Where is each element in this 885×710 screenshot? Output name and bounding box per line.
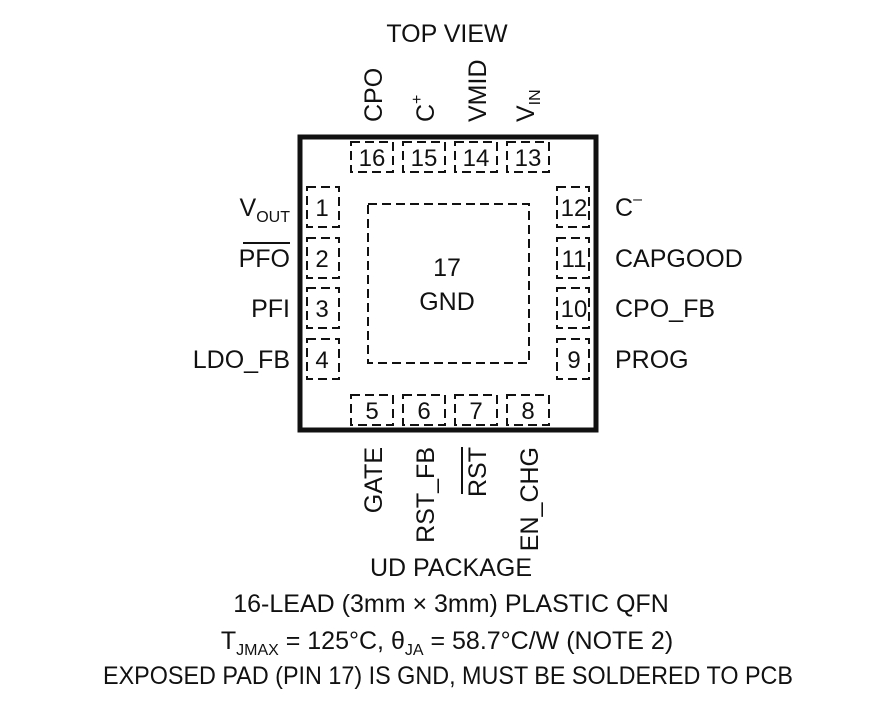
pin-number-2: 2 xyxy=(315,246,328,273)
caption-thermal: TJMAX = 125°C, θJA = 58.7°C/W (NOTE 2) xyxy=(221,627,673,659)
pin-label-2: PFO xyxy=(239,245,290,273)
pin-number-1: 1 xyxy=(315,195,328,222)
pin-number-7: 7 xyxy=(469,398,482,425)
pin-label-1: VOUT xyxy=(240,194,291,226)
pin-number-10: 10 xyxy=(561,296,588,323)
pad-pin-10 xyxy=(556,287,590,329)
exposed-pad-label: GND xyxy=(419,288,475,316)
pin-number-11: 11 xyxy=(562,246,587,273)
pin-label-8: EN_CHG xyxy=(516,447,544,551)
pin-number-4: 4 xyxy=(315,347,328,374)
pin-label-16: CPO xyxy=(360,68,388,122)
package-outline xyxy=(297,134,599,433)
pin-label-6: RST_FB xyxy=(412,447,440,543)
caption-package: UD PACKAGE xyxy=(370,554,532,582)
exposed-pad xyxy=(367,203,530,364)
pad-pin-2 xyxy=(306,237,340,279)
pin-label-12: C– xyxy=(615,191,642,222)
pin-number-6: 6 xyxy=(417,398,430,425)
pad-pin-4 xyxy=(306,338,340,380)
pin-number-14: 14 xyxy=(463,145,490,172)
left-pins: 1 VOUT 2 PFO 3 PFI 4 LDO_FB xyxy=(193,186,340,380)
pin-number-9: 9 xyxy=(567,347,580,374)
pin-number-3: 3 xyxy=(315,296,328,323)
top-pins: 16 CPO 15 C+ 14 VMID 13 VIN xyxy=(350,60,550,173)
pin-label-13: VIN xyxy=(512,89,544,122)
pin-label-3: PFI xyxy=(251,295,290,323)
pin-label-15: C+ xyxy=(409,95,440,122)
pin-number-5: 5 xyxy=(365,398,378,425)
pin-label-10: CPO_FB xyxy=(615,295,715,323)
pin-number-12: 12 xyxy=(561,195,588,222)
pin-number-16: 16 xyxy=(359,145,386,172)
exposed-pad-number: 17 xyxy=(433,254,461,282)
caption-lead: 16-LEAD (3mm × 3mm) PLASTIC QFN xyxy=(233,590,669,618)
bottom-pins: 5 GATE 6 RST_FB 7 RST 8 EN_CHG xyxy=(350,394,550,551)
pin-label-14: VMID xyxy=(464,60,492,123)
pin-label-11: CAPGOOD xyxy=(615,245,743,273)
pad-pin-11 xyxy=(556,237,590,279)
pin-label-9: PROG xyxy=(615,346,689,374)
pad-pin-5 xyxy=(350,394,394,426)
pad-pin-16 xyxy=(350,141,394,173)
pad-pin-15 xyxy=(402,141,446,173)
pad-pin-13 xyxy=(506,141,550,173)
pad-pin-1 xyxy=(306,186,340,228)
pad-pin-8 xyxy=(506,394,550,426)
pin-number-8: 8 xyxy=(521,398,534,425)
right-pins: 12 C– 11 CAPGOOD 10 CPO_FB 9 PROG xyxy=(556,186,743,380)
diagram-title: TOP VIEW xyxy=(386,20,508,48)
pad-pin-6 xyxy=(402,394,446,426)
pin-label-4: LDO_FB xyxy=(193,346,290,374)
pad-pin-9 xyxy=(556,338,590,380)
pin-label-7: RST xyxy=(464,447,492,497)
pin-label-5: GATE xyxy=(360,447,388,513)
pad-pin-7 xyxy=(454,394,498,426)
pad-pin-12 xyxy=(556,186,590,228)
pin-number-13: 13 xyxy=(515,145,542,172)
pad-pin-14 xyxy=(454,141,498,173)
pin-number-15: 15 xyxy=(411,145,438,172)
caption-exposed-pad: EXPOSED PAD (PIN 17) IS GND, MUST BE SOL… xyxy=(103,662,793,690)
pad-pin-3 xyxy=(306,287,340,329)
